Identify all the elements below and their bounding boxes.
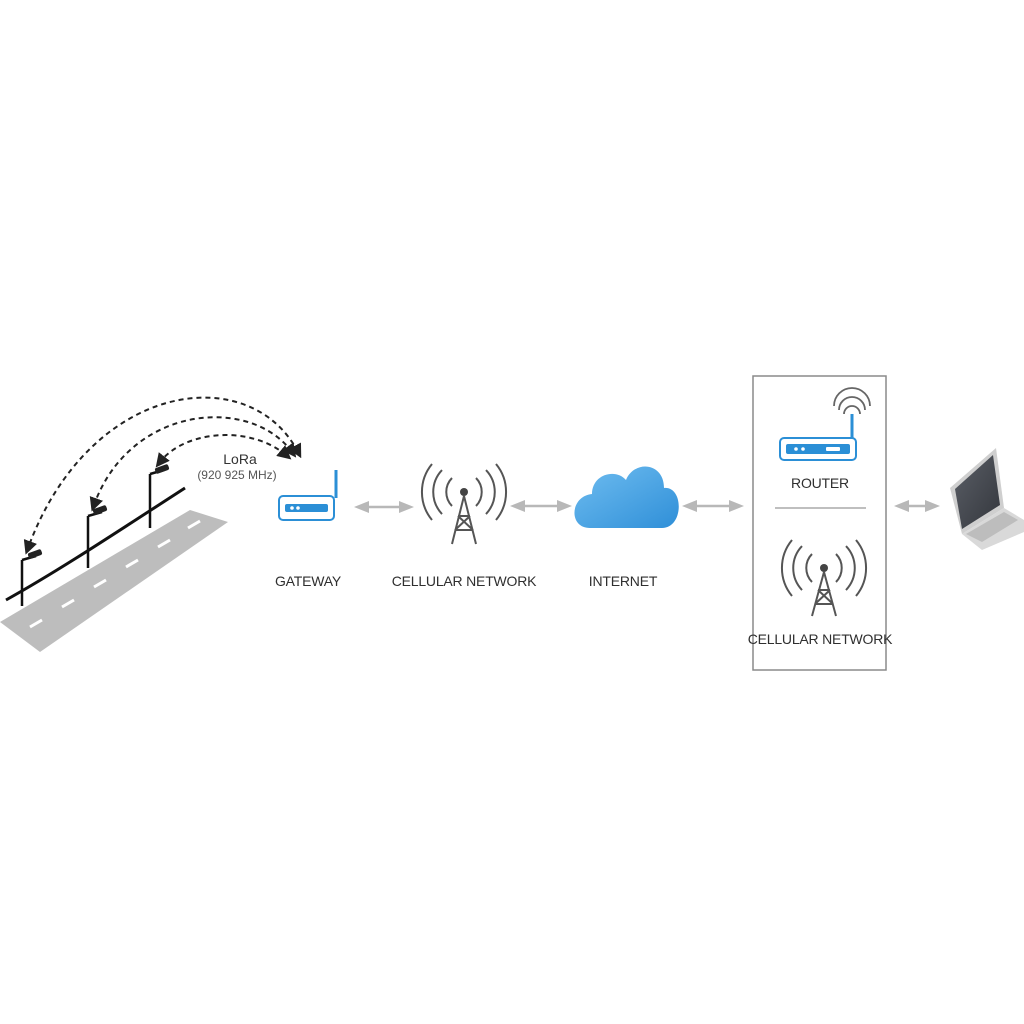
internet-label: INTERNET xyxy=(589,573,658,589)
cell-tower-icon xyxy=(781,539,867,617)
road-dash xyxy=(125,558,139,569)
panel-cellular-network-label: CELLULAR NETWORK xyxy=(748,631,893,647)
lora-label: LoRa xyxy=(223,451,257,467)
gateway-label: GATEWAY xyxy=(275,573,342,589)
router-icon xyxy=(779,387,871,461)
remote-panel: ROUTER CELLULAR NETWORK xyxy=(748,375,893,671)
cell-tower-icon xyxy=(421,463,507,545)
internet-node: INTERNET xyxy=(574,466,679,589)
gateway-node: GATEWAY xyxy=(275,470,342,589)
street-light xyxy=(86,505,108,568)
laptop-icon xyxy=(950,448,1024,550)
lora-frequency: (920 925 MHz) xyxy=(197,468,276,482)
lora-arc xyxy=(89,416,297,512)
street-light xyxy=(20,549,43,606)
cellular-network-node: CELLULAR NETWORK xyxy=(392,463,537,589)
street-light xyxy=(148,464,170,528)
road-dash xyxy=(61,598,75,609)
road-dash xyxy=(29,618,43,629)
lora-arc xyxy=(23,396,302,555)
panel-frame xyxy=(752,375,887,671)
router-label: ROUTER xyxy=(791,475,849,491)
road-dash xyxy=(93,578,107,589)
gateway-icon xyxy=(278,470,338,521)
cloud-icon xyxy=(574,466,679,528)
street-scene: LoRa (920 925 MHz) xyxy=(0,396,302,652)
cellular-network-label: CELLULAR NETWORK xyxy=(392,573,537,589)
